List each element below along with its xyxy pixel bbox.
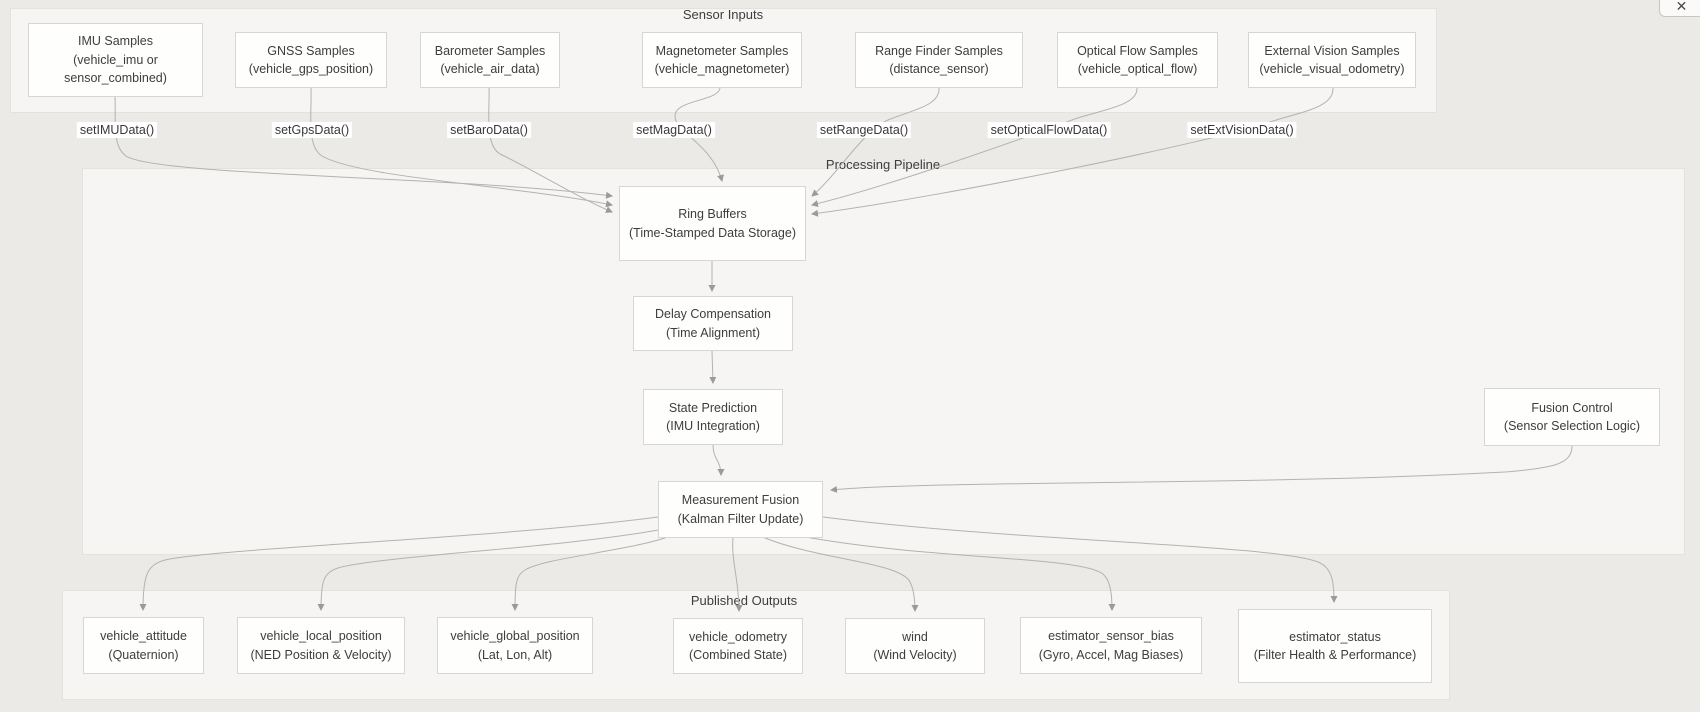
node-title: vehicle_odometry bbox=[689, 629, 787, 644]
node-subtitle: (vehicle_optical_flow) bbox=[1077, 62, 1198, 76]
node-vehicle-global-position: vehicle_global_position (Lat, Lon, Alt) bbox=[437, 617, 593, 674]
node-subtitle: (Combined State) bbox=[689, 648, 787, 662]
node-barometer-samples: Barometer Samples (vehicle_air_data) bbox=[420, 32, 560, 88]
node-wind: wind (Wind Velocity) bbox=[845, 618, 985, 674]
close-icon: ✕ bbox=[1675, 0, 1688, 14]
node-subtitle: (NED Position & Velocity) bbox=[250, 647, 392, 662]
node-subtitle: (Filter Health & Performance) bbox=[1253, 648, 1417, 662]
edge-label-setgpsdata: setGpsData() bbox=[271, 122, 353, 138]
node-subtitle: (Lat, Lon, Alt) bbox=[477, 647, 553, 662]
node-subtitle: (distance_sensor) bbox=[889, 62, 989, 76]
node-subtitle: (vehicle_magnetometer) bbox=[654, 62, 790, 76]
edge-label-setmagdata: setMagData() bbox=[633, 122, 715, 138]
node-estimator-sensor-bias: estimator_sensor_bias (Gyro, Accel, Mag … bbox=[1020, 617, 1202, 674]
node-subtitle: (vehicle_visual_odometry) bbox=[1259, 62, 1405, 76]
node-vehicle-local-position: vehicle_local_position (NED Position & V… bbox=[237, 617, 405, 674]
group-label-published-outputs: Published Outputs bbox=[690, 593, 798, 608]
node-delay-compensation: Delay Compensation (Time Alignment) bbox=[633, 296, 793, 351]
node-measurement-fusion: Measurement Fusion (Kalman Filter Update… bbox=[658, 481, 823, 538]
node-title: Measurement Fusion bbox=[681, 493, 800, 507]
node-fusion-control: Fusion Control (Sensor Selection Logic) bbox=[1484, 388, 1660, 446]
node-subtitle: (Time-Stamped Data Storage) bbox=[629, 225, 796, 240]
node-title: Barometer Samples bbox=[434, 43, 546, 58]
node-opticalflow-samples: Optical Flow Samples (vehicle_optical_fl… bbox=[1057, 32, 1218, 88]
node-title: vehicle_local_position bbox=[260, 629, 382, 643]
node-title: Fusion Control bbox=[1531, 400, 1613, 415]
node-subtitle: (Quaternion) bbox=[108, 647, 179, 662]
node-externalvision-samples: External Vision Samples (vehicle_visual_… bbox=[1248, 32, 1416, 88]
node-title: estimator_sensor_bias bbox=[1048, 629, 1174, 643]
node-subtitle: (Gyro, Accel, Mag Biases) bbox=[1038, 647, 1184, 662]
node-gnss-samples: GNSS Samples (vehicle_gps_position) bbox=[235, 32, 387, 88]
node-title: Delay Compensation bbox=[654, 307, 772, 321]
node-vehicle-odometry: vehicle_odometry (Combined State) bbox=[673, 618, 803, 674]
edge-label-setextvisiondata: setExtVisionData() bbox=[1187, 122, 1297, 138]
node-title: vehicle_global_position bbox=[450, 629, 580, 643]
node-title: External Vision Samples bbox=[1264, 43, 1400, 58]
node-title: State Prediction bbox=[668, 400, 758, 415]
node-title: estimator_status bbox=[1289, 629, 1381, 644]
node-title: wind bbox=[902, 629, 928, 644]
node-title: Range Finder Samples bbox=[875, 43, 1003, 58]
node-title: vehicle_attitude bbox=[100, 629, 187, 643]
edge-label-setrangedata: setRangeData() bbox=[816, 122, 912, 138]
node-subtitle: (vehicle_gps_position) bbox=[248, 62, 374, 76]
node-title: Optical Flow Samples bbox=[1077, 43, 1198, 58]
node-rangefinder-samples: Range Finder Samples (distance_sensor) bbox=[855, 32, 1023, 88]
node-estimator-status: estimator_status (Filter Health & Perfor… bbox=[1238, 609, 1432, 683]
node-subtitle: (Wind Velocity) bbox=[873, 648, 957, 662]
group-label-processing-pipeline: Processing Pipeline bbox=[825, 157, 941, 172]
node-subtitle: (vehicle_imu or sensor_combined) bbox=[64, 52, 167, 86]
node-ring-buffers: Ring Buffers (Time-Stamped Data Storage) bbox=[619, 186, 806, 261]
node-title: Magnetometer Samples bbox=[655, 43, 789, 58]
node-title: IMU Samples bbox=[77, 34, 154, 49]
edge-label-setbarodata: setBaroData() bbox=[447, 122, 531, 138]
node-subtitle: (IMU Integration) bbox=[666, 419, 760, 433]
edge-label-setopticalflowdata: setOpticalFlowData() bbox=[987, 122, 1111, 138]
group-label-sensor-inputs: Sensor Inputs bbox=[682, 7, 764, 22]
node-state-prediction: State Prediction (IMU Integration) bbox=[643, 389, 783, 445]
edge-label-setimudata: setIMUData() bbox=[76, 122, 158, 138]
node-imu-samples: IMU Samples (vehicle_imu or sensor_combi… bbox=[28, 23, 203, 97]
close-button[interactable]: ✕ bbox=[1659, 0, 1700, 17]
node-subtitle: (vehicle_air_data) bbox=[440, 62, 540, 76]
node-subtitle: (Sensor Selection Logic) bbox=[1503, 419, 1641, 433]
node-title: GNSS Samples bbox=[267, 43, 355, 58]
group-processing-pipeline bbox=[82, 168, 1685, 555]
node-subtitle: (Kalman Filter Update) bbox=[677, 511, 804, 526]
node-subtitle: (Time Alignment) bbox=[665, 325, 760, 340]
node-vehicle-attitude: vehicle_attitude (Quaternion) bbox=[83, 617, 204, 674]
node-title: Ring Buffers bbox=[678, 207, 747, 221]
node-magnetometer-samples: Magnetometer Samples (vehicle_magnetomet… bbox=[642, 32, 802, 88]
